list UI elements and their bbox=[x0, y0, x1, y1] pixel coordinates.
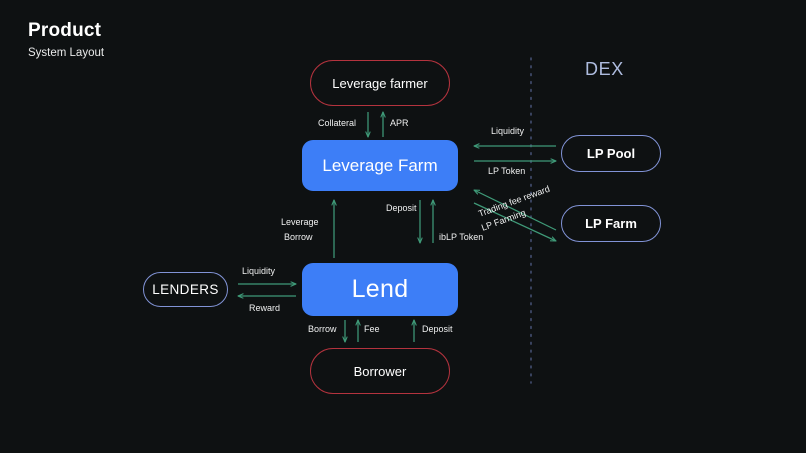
edge-label-liquidity-lenders: Liquidity bbox=[242, 266, 276, 276]
edge-label-reward-lenders: Reward bbox=[249, 303, 281, 313]
node-borrower-label: Borrower bbox=[353, 363, 407, 379]
edge-label-iblp-token: ibLP Token bbox=[439, 232, 484, 242]
edge-label-deposit-borrower: Deposit bbox=[422, 324, 453, 334]
edge-label-leverage-borrow-line2: Borrow bbox=[284, 232, 313, 242]
node-lp-pool[interactable]: LP Pool bbox=[561, 135, 661, 172]
header: Product System Layout bbox=[28, 20, 104, 60]
edge-label-deposit-farm: Deposit bbox=[386, 203, 417, 213]
node-leverage-farm[interactable]: Leverage Farm bbox=[302, 140, 458, 191]
node-lend-label: Lend bbox=[351, 275, 409, 303]
node-leverage-farm-label: Leverage Farm bbox=[322, 156, 438, 175]
node-lenders-label: LENDERS bbox=[152, 281, 219, 297]
edge-label-collateral: Collateral bbox=[318, 118, 357, 128]
edge-label-lp-token: LP Token bbox=[488, 166, 526, 176]
edge-label-leverage-borrow-line1: Leverage bbox=[281, 217, 319, 227]
edge-label-fee: Fee bbox=[364, 324, 380, 334]
dex-label: DEX bbox=[585, 59, 624, 79]
node-borrower[interactable]: Borrower bbox=[310, 348, 450, 394]
node-leverage-farmer[interactable]: Leverage farmer bbox=[310, 60, 450, 106]
edge-label-apr: APR bbox=[390, 118, 409, 128]
page-subtitle: System Layout bbox=[28, 46, 105, 59]
edge-label-liquidity-dex: Liquidity bbox=[491, 126, 525, 136]
edge-lp-farming bbox=[473, 202, 556, 242]
node-lp-farm[interactable]: LP Farm bbox=[561, 205, 661, 242]
node-lend[interactable]: Lend bbox=[302, 263, 458, 316]
page-title: Product bbox=[28, 20, 102, 41]
node-lp-pool-label: LP Pool bbox=[586, 146, 636, 161]
node-lenders[interactable]: LENDERS bbox=[143, 272, 228, 307]
edge-label-borrow: Borrow bbox=[308, 324, 337, 334]
node-leverage-farmer-label: Leverage farmer bbox=[332, 75, 428, 91]
edge-trading-fee-reward bbox=[474, 189, 557, 231]
node-lp-farm-label: LP Farm bbox=[585, 216, 637, 231]
